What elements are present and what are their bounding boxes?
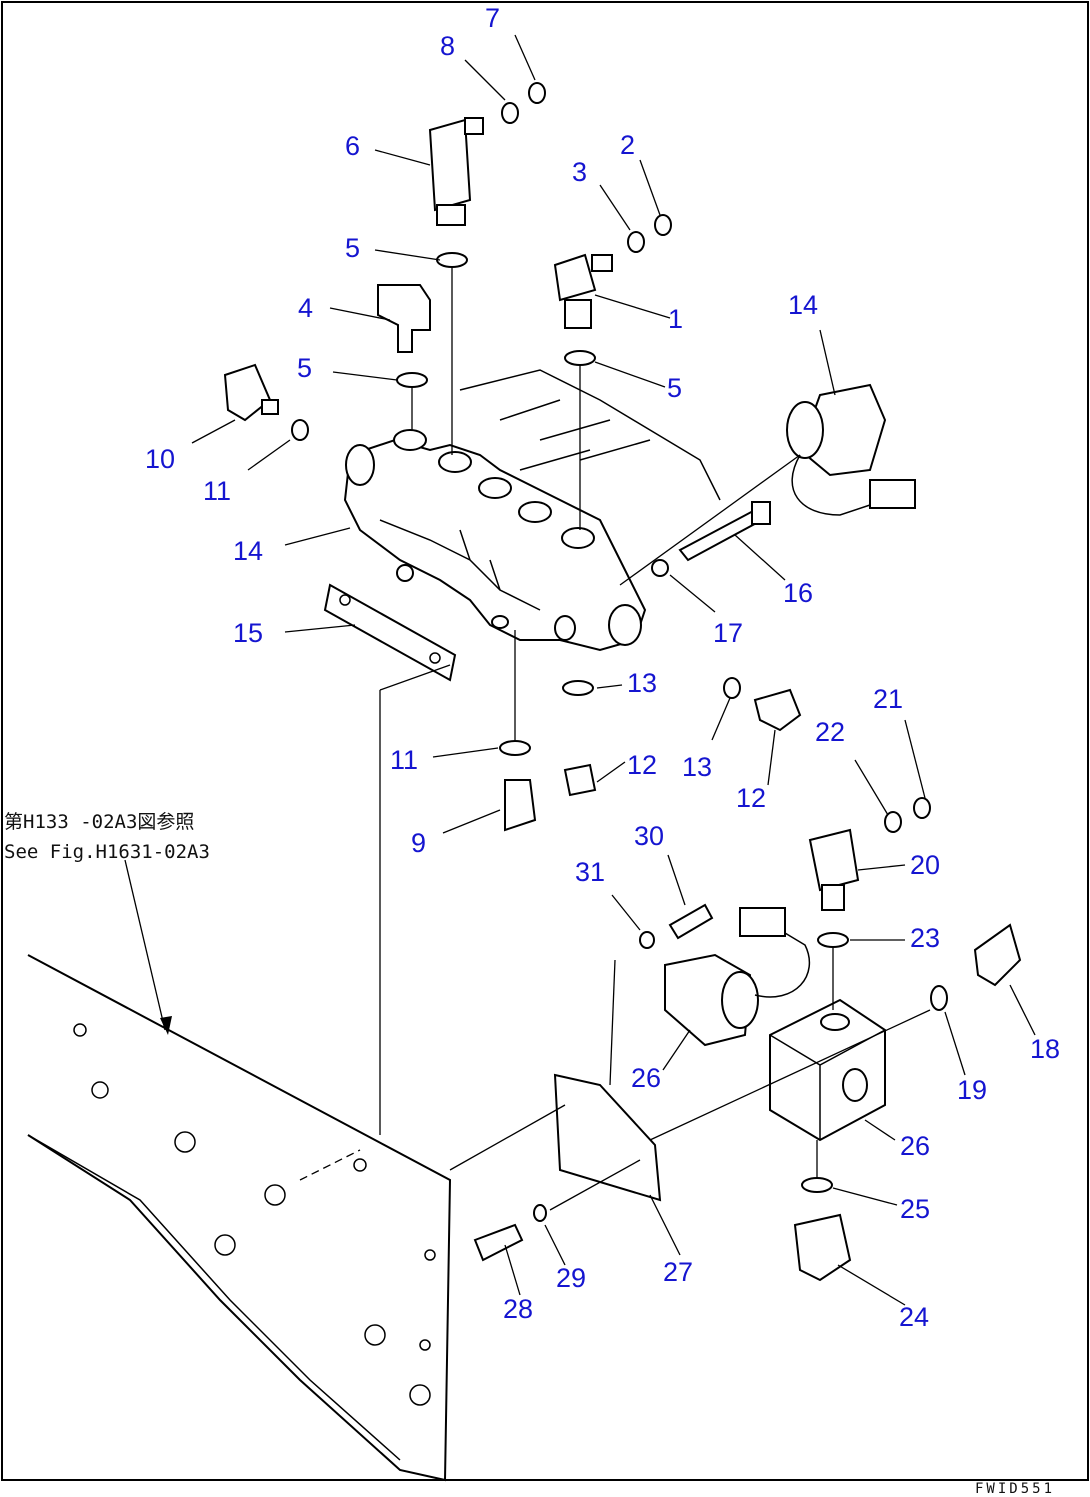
part-12-plug-a: [563, 763, 597, 797]
callout-15: 15: [233, 618, 263, 648]
callout-11: 11: [390, 745, 418, 775]
callout-11: 11: [203, 476, 231, 506]
callout-3: 3: [572, 157, 587, 187]
figure-id: FWID551: [975, 1481, 1055, 1497]
callout-27: 27: [663, 1257, 693, 1287]
callout-26: 26: [631, 1063, 661, 1093]
callout-6: 6: [345, 131, 360, 161]
leader-lines: [124, 34, 1036, 1306]
callout-5: 5: [667, 373, 682, 403]
part-12-plug-b: [753, 688, 802, 732]
callout-7: 7: [485, 3, 500, 33]
callout-26: 26: [900, 1131, 930, 1161]
callout-13: 13: [682, 752, 712, 782]
part-18-fitting: [973, 923, 1022, 987]
callout-31: 31: [575, 857, 605, 887]
frame-plate: [27, 954, 452, 1482]
part-10-fitting: [223, 363, 279, 422]
callout-8: 8: [440, 31, 455, 61]
main-valve-body: [343, 429, 647, 652]
part-20-switch: [808, 828, 860, 892]
callout-18: 18: [1030, 1034, 1060, 1064]
callout-23: 23: [910, 923, 940, 953]
callout-labels: 7 8 6 3 2 5 4 1 14 5 5 10 11 14 16 17 15…: [145, 3, 1060, 1332]
part-17-washer: [651, 559, 669, 577]
callout-12: 12: [627, 750, 657, 780]
callout-9: 9: [411, 828, 426, 858]
callout-24: 24: [899, 1302, 929, 1332]
part-28-bolt: [473, 1223, 524, 1262]
part-24-fitting: [793, 1213, 852, 1282]
callout-14: 14: [233, 536, 263, 566]
callout-13: 13: [627, 668, 657, 698]
callout-14: 14: [788, 290, 818, 320]
callout-29: 29: [556, 1263, 586, 1293]
part-26-solenoid: [664, 907, 811, 1047]
callout-17: 17: [713, 618, 743, 648]
callout-5: 5: [297, 353, 312, 383]
callout-10: 10: [145, 444, 175, 474]
callout-2: 2: [620, 130, 635, 160]
part-14-solenoid: [786, 383, 916, 516]
assembly-lines: [299, 268, 931, 1211]
callout-25: 25: [900, 1194, 930, 1224]
part-9-fitting: [504, 779, 537, 832]
part-26-block: [769, 998, 886, 1142]
part-1-switch: [553, 253, 613, 329]
callout-21: 21: [873, 684, 903, 714]
callout-20: 20: [910, 850, 940, 880]
part-31-washer: [639, 931, 655, 949]
reference-note-jp: 第H1З3 -02A3図参照: [4, 811, 194, 833]
callout-19: 19: [957, 1075, 987, 1105]
callout-16: 16: [783, 578, 813, 608]
callout-5: 5: [345, 233, 360, 263]
callout-30: 30: [634, 821, 664, 851]
callout-28: 28: [503, 1294, 533, 1324]
part-30-bolt: [668, 903, 714, 940]
part-27-bracket: [553, 1073, 662, 1202]
callout-4: 4: [298, 293, 313, 323]
reference-arrowhead: [160, 1016, 172, 1035]
part-29-washer: [533, 1204, 547, 1222]
callout-22: 22: [815, 717, 845, 747]
reference-note-en: See Fig.H1631-02A3: [4, 841, 210, 863]
callout-1: 1: [668, 304, 683, 334]
callout-12: 12: [736, 783, 766, 813]
part-15-plate: [323, 583, 457, 682]
part-6-switch: [428, 117, 484, 226]
part-16-bolt: [678, 501, 771, 562]
